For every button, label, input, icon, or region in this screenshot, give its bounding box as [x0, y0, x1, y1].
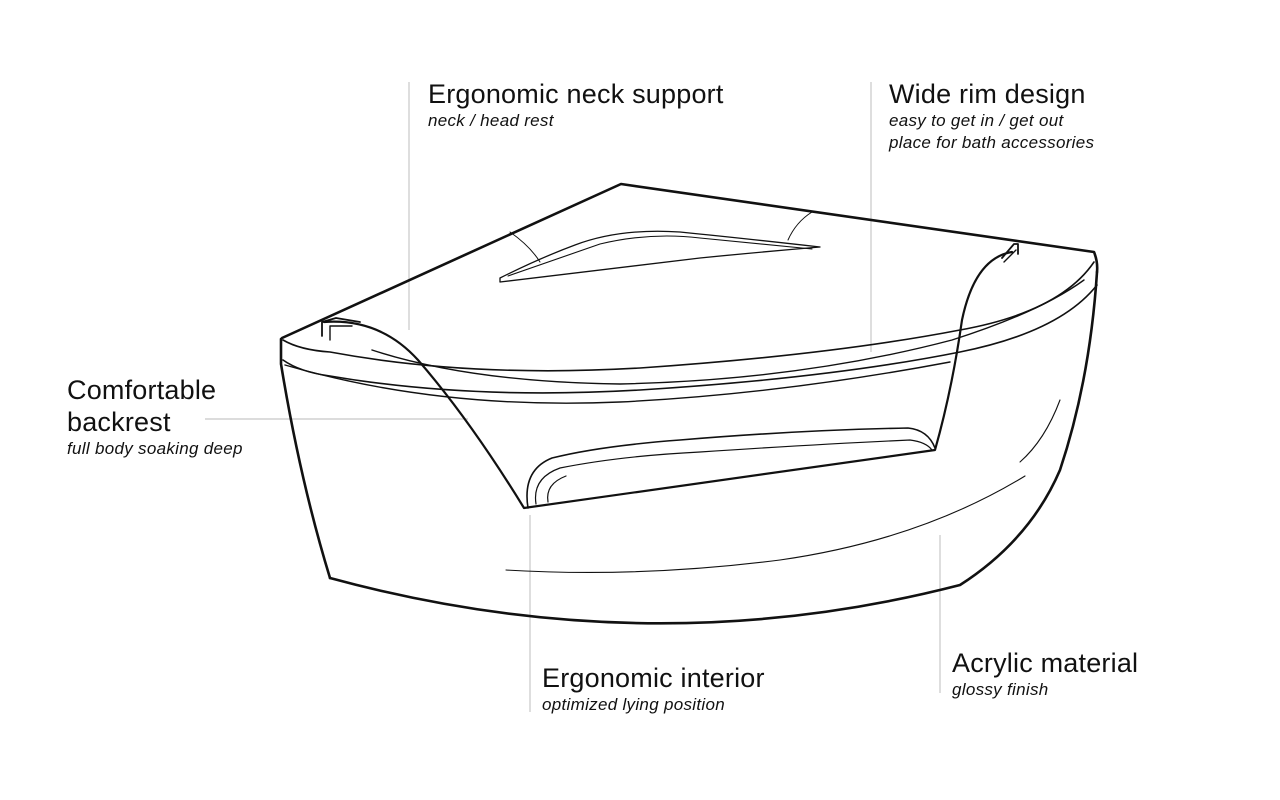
neck-support-left-arc — [510, 232, 540, 262]
callout-interior-title: Ergonomic interior — [542, 663, 765, 694]
callout-backrest: Comfortable backrest full body soaking d… — [67, 374, 243, 460]
callout-neck-support-title: Ergonomic neck support — [428, 79, 724, 110]
callout-backrest-title-line2: backrest — [67, 406, 243, 438]
neck-support-shape — [500, 231, 820, 282]
rim-shelf-line — [285, 362, 950, 403]
rim-front-edge-lower — [283, 285, 1097, 393]
callout-acrylic-title: Acrylic material — [952, 648, 1138, 679]
callout-rim-design-title: Wide rim design — [889, 79, 1094, 110]
tub-deck-outline — [282, 184, 1097, 338]
callout-neck-support: Ergonomic neck support neck / head rest — [428, 79, 724, 132]
rim-front-edge — [283, 262, 1094, 371]
callout-backrest-title-line1: Comfortable — [67, 374, 243, 406]
apron-highlight-lower — [506, 476, 1025, 572]
callout-rim-design: Wide rim design easy to get in / get out… — [889, 79, 1094, 154]
callout-rim-design-subtitle-line1: easy to get in / get out — [889, 110, 1094, 132]
interior-seat-back-line — [548, 476, 566, 502]
callout-backrest-subtitle: full body soaking deep — [67, 438, 243, 460]
leader-lines — [205, 82, 940, 712]
interior-seat-outer — [527, 428, 935, 508]
callout-acrylic: Acrylic material glossy finish — [952, 648, 1138, 701]
neck-support-inner — [508, 236, 812, 276]
callout-interior-subtitle: optimized lying position — [542, 694, 765, 716]
callout-neck-support-subtitle: neck / head rest — [428, 110, 724, 132]
apron-highlight-upper — [1020, 400, 1060, 462]
callout-rim-design-subtitle-line2: place for bath accessories — [889, 132, 1094, 154]
callout-interior: Ergonomic interior optimized lying posit… — [542, 663, 765, 716]
cutaway-left-clip-inner — [330, 326, 352, 340]
callout-acrylic-subtitle: glossy finish — [952, 679, 1138, 701]
neck-support-right-arc — [788, 212, 812, 240]
cutaway-opening — [324, 252, 1012, 508]
cutaway-left-clip — [322, 318, 360, 336]
bathtub-outline — [281, 184, 1097, 623]
